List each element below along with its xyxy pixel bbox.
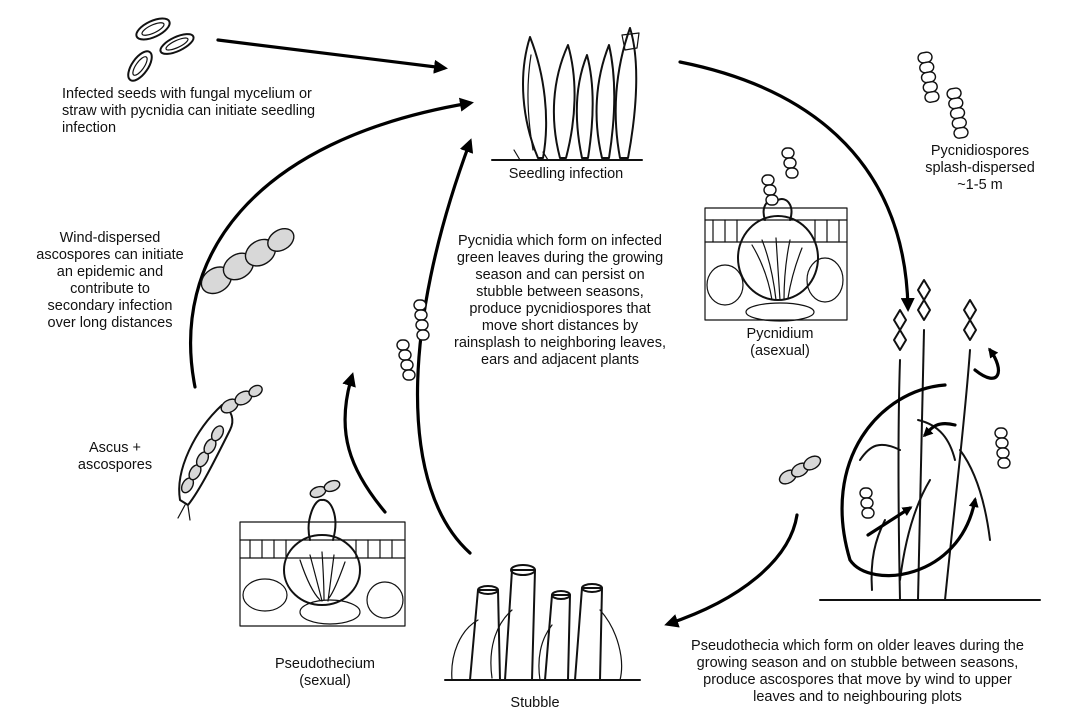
label-pycnidium: Pycnidium (asexual) [720, 326, 840, 360]
seedling-drawing [492, 28, 642, 160]
label-pycnidia-description: Pycnidia which form on infected green le… [425, 233, 695, 369]
pycnidiospores-drawing [917, 51, 969, 139]
label-seedling-infection: Seedling infection [486, 166, 646, 183]
arrow-seeds-to-seedling [218, 40, 444, 68]
label-pseudothecium: Pseudothecium (sexual) [260, 656, 390, 690]
label-pseudothecia-description: Pseudothecia which form on older leaves … [650, 638, 1065, 706]
label-infected-seeds: Infected seeds with fungal mycelium or s… [62, 86, 392, 137]
stubble-drawing [445, 565, 640, 680]
pseudothecium-drawing [240, 479, 405, 626]
ascospore-chain-drawing [196, 222, 299, 299]
arrow-plant-to-stubble [668, 515, 797, 624]
infected-seeds-drawing [124, 14, 197, 84]
arrow-pseudothecium-up [345, 376, 385, 512]
ascus-drawing [178, 382, 265, 520]
pycnidium-drawing [705, 148, 847, 321]
label-pycnidiospores: Pycnidiospores splash-dispersed ~1-5 m [910, 143, 1050, 194]
label-ascus: Ascus + ascospores [60, 440, 170, 474]
label-stubble: Stubble [485, 695, 585, 712]
label-wind-dispersed: Wind-dispersed ascospores can initiate a… [10, 230, 210, 332]
